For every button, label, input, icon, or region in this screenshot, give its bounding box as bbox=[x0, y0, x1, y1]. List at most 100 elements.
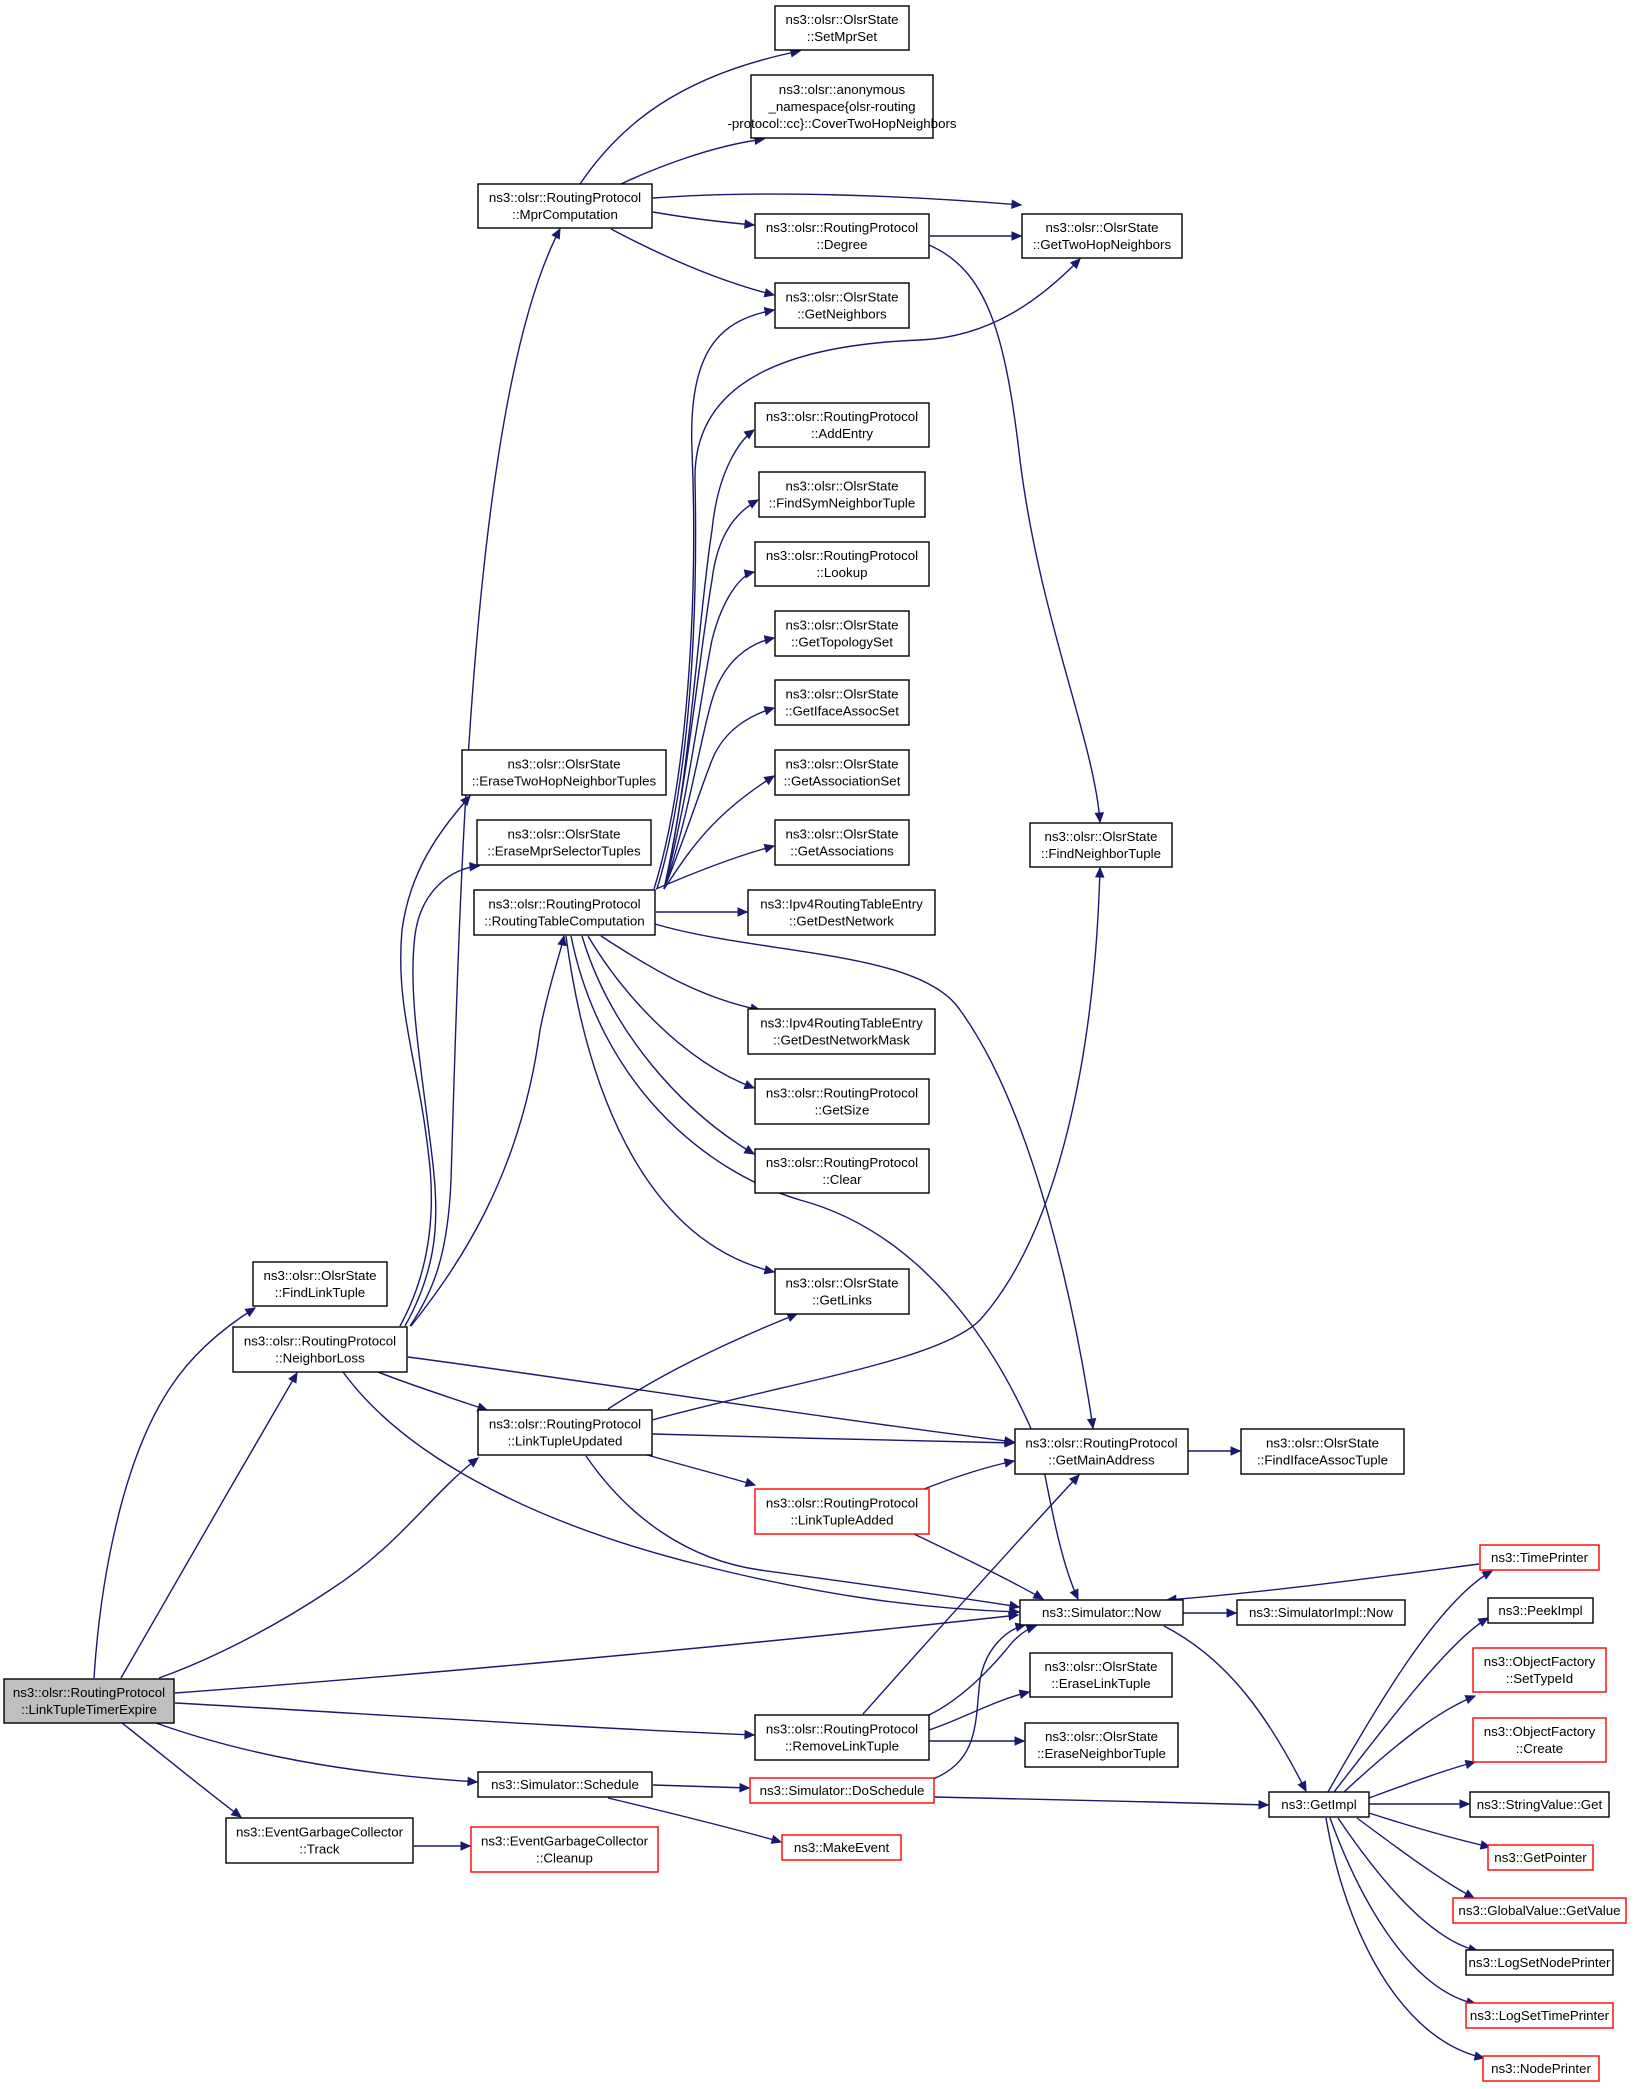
edge-line bbox=[579, 50, 801, 185]
node-removeLinkTuple[interactable]: ns3::olsr::RoutingProtocol::RemoveLinkTu… bbox=[754, 1714, 930, 1761]
call-edge-removeLinkTuple-to-eraseNeighborTuple bbox=[929, 1736, 1026, 1746]
node-getTwoHopNeighbors[interactable]: ns3::olsr::OlsrState::GetTwoHopNeighbors bbox=[1021, 213, 1183, 259]
node-linkTupleUpdated[interactable]: ns3::olsr::RoutingProtocol::LinkTupleUpd… bbox=[477, 1409, 653, 1456]
call-edge-getImpl-to-ofCreate bbox=[1368, 1759, 1477, 1799]
node-ofSetTypeId[interactable]: ns3::ObjectFactory::SetTypeId bbox=[1472, 1647, 1607, 1693]
call-edge-mprComputation-to-coverTwoHop bbox=[620, 135, 766, 185]
node-box bbox=[781, 1834, 902, 1861]
arrowhead-icon bbox=[1025, 1624, 1038, 1634]
node-simImplNow[interactable]: ns3::SimulatorImpl::Now bbox=[1236, 1599, 1406, 1626]
node-stringValueGet[interactable]: ns3::StringValue::Get bbox=[1469, 1791, 1610, 1818]
call-edge-getImpl-to-globalValueGet bbox=[1356, 1817, 1476, 1899]
node-eraseLinkTuple[interactable]: ns3::olsr::OlsrState::EraseLinkTuple bbox=[1029, 1652, 1173, 1698]
node-degree[interactable]: ns3::olsr::RoutingProtocol::Degree bbox=[754, 213, 930, 259]
node-logSetTimePrinter[interactable]: ns3::LogSetTimePrinter bbox=[1465, 2002, 1614, 2029]
node-nodePrinter[interactable]: ns3::NodePrinter bbox=[1482, 2055, 1600, 2082]
node-box bbox=[774, 819, 910, 866]
call-edge-routingTableComp-to-getDestNetworkMask bbox=[600, 935, 762, 1013]
node-label-line: ns3::LogSetNodePrinter bbox=[1469, 1955, 1611, 1970]
node-logSetNodePrinter[interactable]: ns3::LogSetNodePrinter bbox=[1465, 1949, 1614, 1976]
node-box bbox=[774, 679, 910, 726]
node-coverTwoHop[interactable]: ns3::olsr::anonymous_namespace{olsr-rout… bbox=[727, 74, 957, 139]
node-label-line: ::EraseMprSelectorTuples bbox=[487, 844, 641, 859]
edge-line bbox=[410, 935, 565, 1327]
node-root[interactable]: ns3::olsr::RoutingProtocol::LinkTupleTim… bbox=[3, 1678, 175, 1724]
arrowhead-icon bbox=[747, 499, 760, 509]
edge-line bbox=[121, 1722, 242, 1818]
node-getMainAddress[interactable]: ns3::olsr::RoutingProtocol::GetMainAddre… bbox=[1014, 1428, 1189, 1475]
edge-line bbox=[1343, 1695, 1476, 1793]
node-findNeighborTuple[interactable]: ns3::olsr::OlsrState::FindNeighborTuple bbox=[1029, 822, 1173, 868]
arrowhead-icon bbox=[1009, 1606, 1021, 1617]
node-getIfaceAssocSet[interactable]: ns3::olsr::OlsrState::GetIfaceAssocSet bbox=[774, 679, 910, 726]
edge-line bbox=[570, 935, 1079, 1600]
node-lookup[interactable]: ns3::olsr::RoutingProtocol::Lookup bbox=[754, 541, 930, 587]
call-edge-simNow-to-getImpl bbox=[1163, 1625, 1307, 1793]
node-label-line: ::LinkTupleAdded bbox=[791, 1513, 894, 1528]
node-linkTupleAdded[interactable]: ns3::olsr::RoutingProtocol::LinkTupleAdd… bbox=[754, 1488, 930, 1535]
node-globalValueGet[interactable]: ns3::GlobalValue::GetValue bbox=[1452, 1897, 1627, 1924]
edge-line bbox=[653, 309, 775, 890]
call-edge-linkTupleUpdated-to-findNeighborTuple bbox=[651, 866, 1105, 1421]
node-getDestNetworkMask[interactable]: ns3::Ipv4RoutingTableEntry::GetDestNetwo… bbox=[747, 1008, 936, 1055]
node-label-line: ns3::olsr::RoutingProtocol bbox=[766, 1086, 918, 1101]
node-peekImpl[interactable]: ns3::PeekImpl bbox=[1487, 1597, 1594, 1624]
node-setMprSet[interactable]: ns3::olsr::OlsrState::SetMprSet bbox=[774, 5, 910, 51]
node-neighborLoss[interactable]: ns3::olsr::RoutingProtocol::NeighborLoss bbox=[232, 1326, 408, 1373]
node-simNow[interactable]: ns3::Simulator::Now bbox=[1019, 1599, 1184, 1626]
node-getAssociationSet[interactable]: ns3::olsr::OlsrState::GetAssociationSet bbox=[774, 749, 910, 796]
node-label-line: ::Lookup bbox=[816, 565, 867, 580]
node-simSchedule[interactable]: ns3::Simulator::Schedule bbox=[477, 1771, 653, 1798]
node-box bbox=[774, 749, 910, 796]
arrowhead-icon bbox=[1477, 1617, 1490, 1627]
arrowhead-icon bbox=[1008, 1600, 1021, 1611]
call-edge-neighborLoss-to-eraseTwoHop bbox=[399, 795, 471, 1327]
node-findLinkTuple[interactable]: ns3::olsr::OlsrState::FindLinkTuple bbox=[252, 1261, 388, 1307]
node-label-line: ns3::olsr::RoutingProtocol bbox=[766, 1155, 918, 1170]
node-getAssociations[interactable]: ns3::olsr::OlsrState::GetAssociations bbox=[774, 819, 910, 866]
node-clear[interactable]: ns3::olsr::RoutingProtocol::Clear bbox=[754, 1148, 930, 1194]
node-findIfaceAssocTuple[interactable]: ns3::olsr::OlsrState::FindIfaceAssocTupl… bbox=[1240, 1428, 1405, 1475]
node-box bbox=[750, 74, 934, 139]
arrowhead-icon bbox=[763, 1265, 776, 1275]
arrowhead-icon bbox=[737, 907, 749, 917]
node-getLinks[interactable]: ns3::olsr::OlsrState::GetLinks bbox=[774, 1268, 910, 1315]
call-edge-simSchedule-to-makeEvent bbox=[607, 1797, 783, 1844]
node-eraseTwoHop[interactable]: ns3::olsr::OlsrState::EraseTwoHopNeighbo… bbox=[461, 749, 667, 796]
arrowhead-icon bbox=[763, 775, 776, 786]
node-label-line: ns3::Ipv4RoutingTableEntry bbox=[760, 897, 923, 912]
node-label-line: ::RemoveLinkTuple bbox=[785, 1739, 899, 1754]
call-edge-neighborLoss-to-eraseMprSel bbox=[404, 861, 481, 1327]
node-eraseNeighborTuple[interactable]: ns3::olsr::OlsrState::EraseNeighborTuple bbox=[1024, 1722, 1179, 1768]
node-ofCreate[interactable]: ns3::ObjectFactory::Create bbox=[1472, 1717, 1607, 1763]
node-routingTableComp[interactable]: ns3::olsr::RoutingProtocol::RoutingTable… bbox=[473, 889, 656, 936]
call-edge-root-to-linkTupleUpdated bbox=[158, 1457, 479, 1679]
node-mprComputation[interactable]: ns3::olsr::RoutingProtocol::MprComputati… bbox=[477, 183, 653, 229]
node-getImpl[interactable]: ns3::GetImpl bbox=[1268, 1791, 1370, 1818]
call-edge-linkTupleAdded-to-simNow bbox=[913, 1533, 1045, 1600]
node-label-line: ns3::olsr::OlsrState bbox=[507, 757, 620, 772]
node-evgcCleanup[interactable]: ns3::EventGarbageCollector::Cleanup bbox=[470, 1826, 659, 1873]
arrowhead-icon bbox=[467, 1776, 479, 1787]
node-addEntry[interactable]: ns3::olsr::RoutingProtocol::AddEntry bbox=[754, 402, 930, 448]
node-getPointer[interactable]: ns3::GetPointer bbox=[1487, 1844, 1594, 1871]
node-eraseMprSel[interactable]: ns3::olsr::OlsrState::EraseMprSelectorTu… bbox=[476, 819, 652, 866]
call-edge-routingTableComp-to-getIfaceAssocSet bbox=[663, 706, 776, 890]
node-simDoSchedule[interactable]: ns3::Simulator::DoSchedule bbox=[749, 1777, 935, 1804]
node-label-line: ::EraseTwoHopNeighborTuples bbox=[472, 774, 657, 789]
node-makeEvent[interactable]: ns3::MakeEvent bbox=[781, 1834, 902, 1861]
node-label-line: ::EraseNeighborTuple bbox=[1037, 1746, 1166, 1761]
node-box bbox=[1029, 822, 1173, 868]
node-label-line: ::Track bbox=[299, 1842, 339, 1857]
call-edge-neighborLoss-to-linkTupleUpdated bbox=[377, 1371, 489, 1412]
node-box bbox=[1487, 1597, 1594, 1624]
node-findSymNeighbor[interactable]: ns3::olsr::OlsrState::FindSymNeighborTup… bbox=[758, 471, 926, 518]
node-getSize[interactable]: ns3::olsr::RoutingProtocol::GetSize bbox=[754, 1078, 930, 1125]
node-getDestNetwork[interactable]: ns3::Ipv4RoutingTableEntry::GetDestNetwo… bbox=[747, 889, 936, 936]
node-evgcTrack[interactable]: ns3::EventGarbageCollector::Track bbox=[225, 1817, 414, 1864]
call-edge-routingTableComp-to-getNeighbors bbox=[653, 307, 776, 890]
node-getTopologySet[interactable]: ns3::olsr::OlsrState::GetTopologySet bbox=[774, 610, 910, 657]
node-getNeighbors[interactable]: ns3::olsr::OlsrState::GetNeighbors bbox=[774, 282, 910, 329]
node-timePrinter[interactable]: ns3::TimePrinter bbox=[1479, 1544, 1600, 1571]
arrowhead-icon bbox=[744, 1477, 757, 1487]
